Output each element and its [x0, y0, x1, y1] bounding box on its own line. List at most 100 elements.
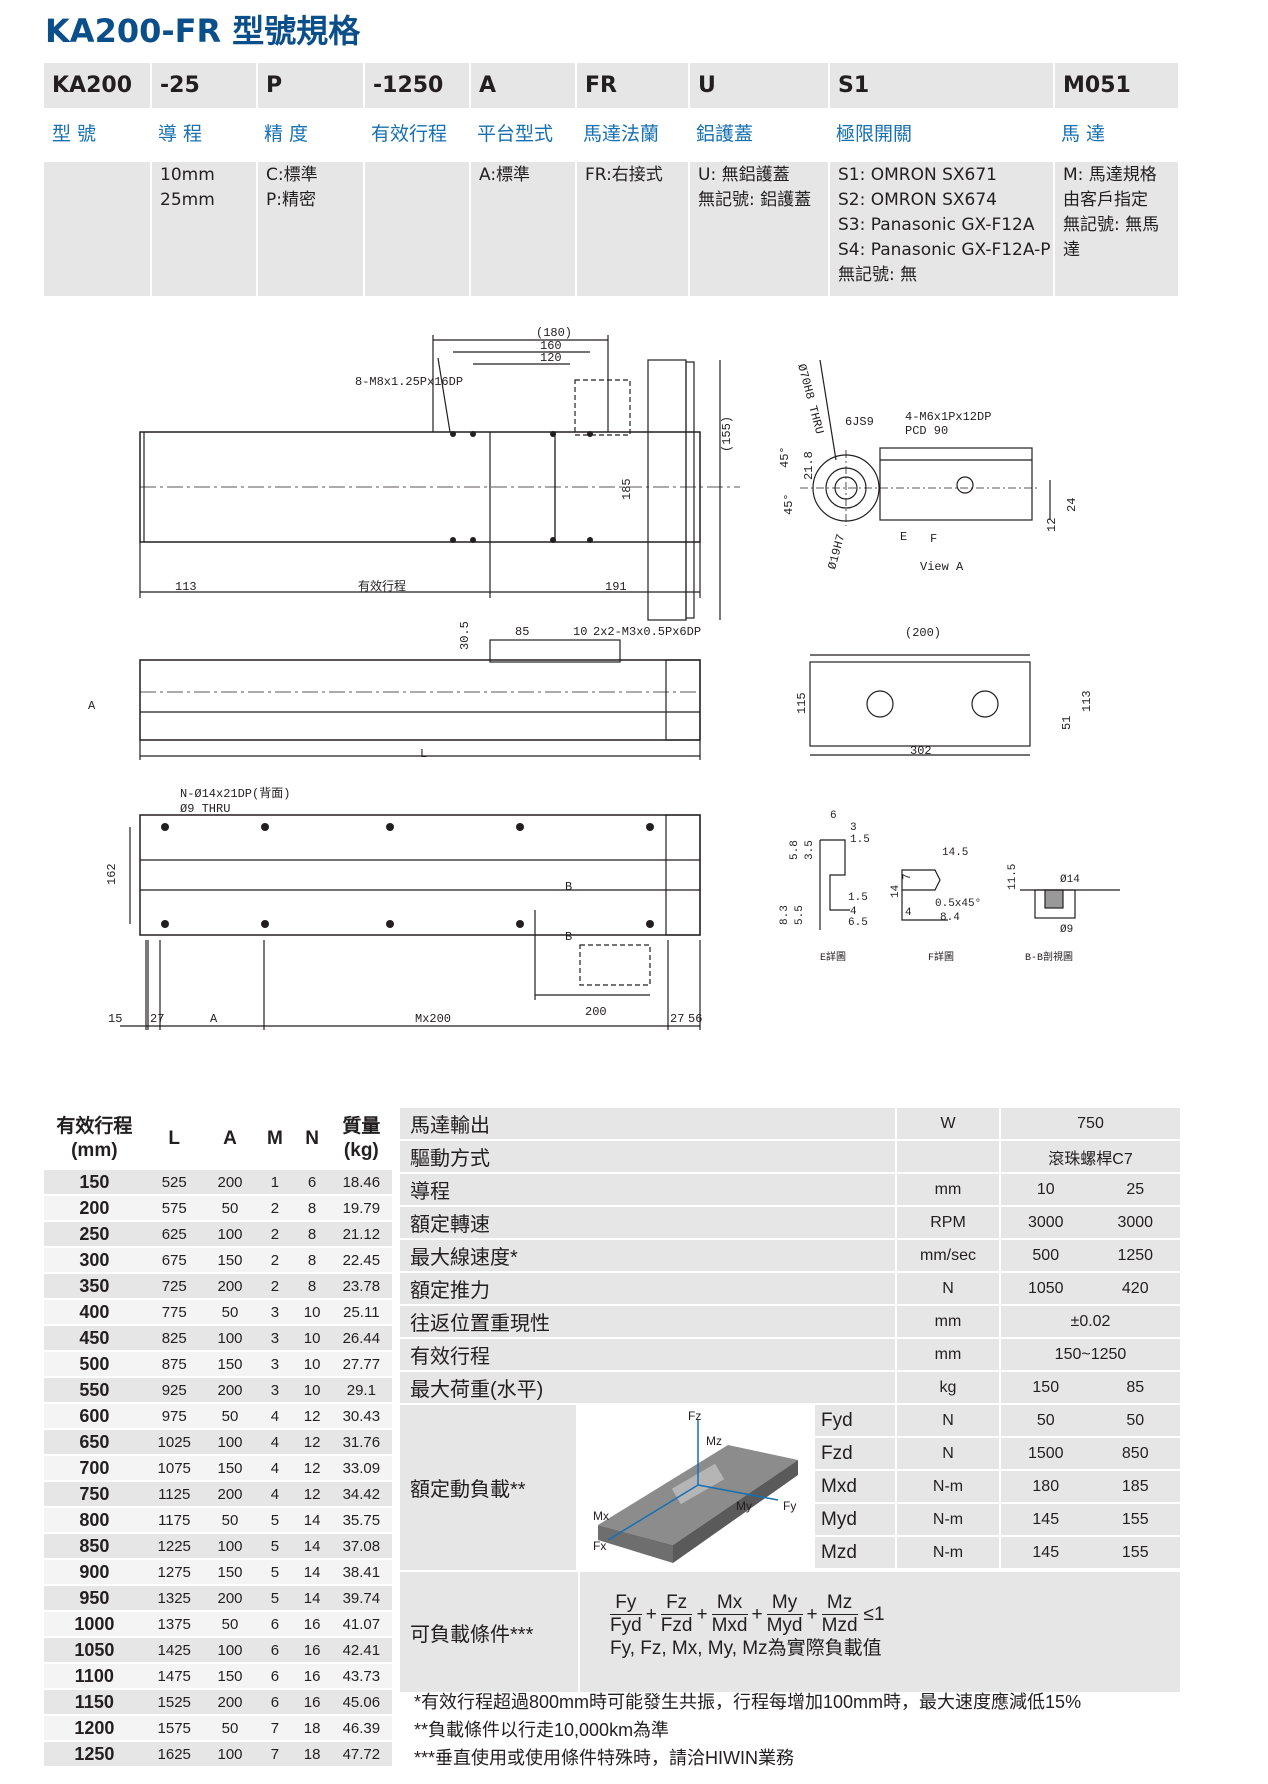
- table-cell: 3: [256, 1377, 294, 1404]
- table-cell: 50: [203, 1611, 257, 1638]
- option-text: C:標準: [266, 165, 318, 185]
- e-detail-dim: 4: [850, 906, 857, 918]
- dynamic-load-block: 額定動負載** Fz Mz Mx My Fy Fx: [400, 1405, 1180, 1572]
- actuator-side-shape: [673, 1460, 798, 1563]
- detail-bb: [1020, 889, 1120, 919]
- label-flange: 馬達法蘭: [575, 108, 688, 162]
- load-value: 155: [1121, 1510, 1149, 1528]
- f-detail-dim: 14.5: [942, 847, 968, 859]
- table-cell: 200: [203, 1481, 257, 1508]
- option-text: 10mm: [160, 165, 215, 185]
- load-axes-diagram: Fz Mz Mx My Fy Fx: [593, 1409, 798, 1563]
- label-e: E: [900, 530, 907, 544]
- table-cell: 35.75: [330, 1507, 392, 1534]
- dim-191: 191: [605, 580, 627, 594]
- table-cell: 38.41: [330, 1559, 392, 1586]
- axis-mz-label: Mz: [706, 1434, 722, 1448]
- hole-callout-2: 2x2-M3x0.5Px6DP: [593, 625, 701, 639]
- f-detail-title: F詳圖: [928, 950, 954, 964]
- table-cell: 4: [256, 1403, 294, 1430]
- technical-drawing: (180) 160 120 8-M8x1.25Px16DP (155) 185 …: [88, 326, 1120, 1030]
- table-cell: 1325: [144, 1585, 204, 1612]
- dim-m: Mx200: [415, 1012, 451, 1026]
- footnote: *有效行程超過800mm時可能發生共振，行程每增加100mm時，最大速度應減低1…: [414, 1692, 1082, 1712]
- table-cell: 12: [293, 1403, 331, 1430]
- table-cell: 900: [44, 1559, 145, 1586]
- col-n: N: [293, 1108, 331, 1170]
- load-key: Mzd: [813, 1537, 895, 1568]
- table-cell: 18: [293, 1715, 331, 1742]
- table-cell: 100: [203, 1325, 257, 1352]
- load-key: Mxd: [813, 1471, 895, 1502]
- shaft-callout: Ø19H7: [825, 533, 848, 571]
- spec-value: 150: [1032, 1378, 1060, 1396]
- option-text: M: 馬達規格: [1063, 165, 1157, 185]
- table-cell: 50: [203, 1195, 257, 1222]
- options-model: [44, 162, 150, 296]
- spec-unit: mm: [895, 1306, 999, 1337]
- dimension-table-header: 有效行程 (mm) L A M N 質量 (kg): [44, 1108, 392, 1170]
- table-cell: 500: [44, 1351, 145, 1378]
- formula-denominator: Fzd: [660, 1615, 693, 1636]
- table-cell: 6: [256, 1689, 294, 1716]
- axis-my-label: My: [736, 1499, 752, 1513]
- table-cell: 50: [203, 1299, 257, 1326]
- axis-fx-label: Fx: [593, 1539, 606, 1553]
- table-cell: 2: [256, 1273, 294, 1300]
- option-text: P:精密: [266, 190, 316, 210]
- table-cell: 50: [203, 1507, 257, 1534]
- dim-21-8: 21.8: [802, 451, 816, 480]
- hole-callout-1: 8-M8x1.25Px16DP: [355, 375, 463, 389]
- dim-stroke: 有效行程: [358, 578, 406, 594]
- bb-detail-dim: 11.5: [1007, 864, 1019, 890]
- table-cell: 4: [256, 1429, 294, 1456]
- option-text: 達: [1063, 240, 1080, 260]
- view-a-title: View A: [920, 560, 964, 574]
- options-lead: 10mm 25mm: [150, 162, 256, 296]
- formula-numerator: My: [766, 1592, 803, 1615]
- options-platform: A:標準: [469, 162, 575, 296]
- table-cell: 5: [256, 1559, 294, 1586]
- dim-12: 12: [1045, 518, 1059, 532]
- table-cell: 525: [144, 1170, 204, 1196]
- table-cell: 22.45: [330, 1247, 392, 1274]
- load-value: 180: [1032, 1477, 1060, 1495]
- spec-value: 420: [1121, 1279, 1149, 1297]
- formula-numerator: Fy: [610, 1592, 642, 1615]
- footnote: **負載條件以行走10,000km為準: [414, 1720, 670, 1740]
- dim-180: (180): [536, 326, 572, 340]
- table-cell: 150: [203, 1455, 257, 1482]
- spec-value: 3000: [1027, 1213, 1064, 1231]
- table-cell: 150: [203, 1351, 257, 1378]
- table-cell: 200: [203, 1170, 257, 1196]
- load-condition-label: 可負載條件***: [400, 1572, 578, 1692]
- table-cell: 875: [144, 1351, 204, 1378]
- dim-185: 185: [620, 478, 634, 500]
- e-detail-title: E詳圖: [820, 950, 846, 964]
- table-cell: 47.72: [330, 1741, 392, 1768]
- dim-27b: 27: [670, 1012, 684, 1026]
- spec-value: 500: [1032, 1246, 1060, 1264]
- option-text: S3: Panasonic GX-F12A: [838, 215, 1035, 235]
- table-cell: 100: [203, 1221, 257, 1248]
- table-cell: 750: [44, 1481, 145, 1508]
- label-cover: 鋁護蓋: [688, 108, 828, 162]
- dim-162: 162: [105, 863, 119, 885]
- option-text: S1: OMRON SX671: [838, 165, 997, 185]
